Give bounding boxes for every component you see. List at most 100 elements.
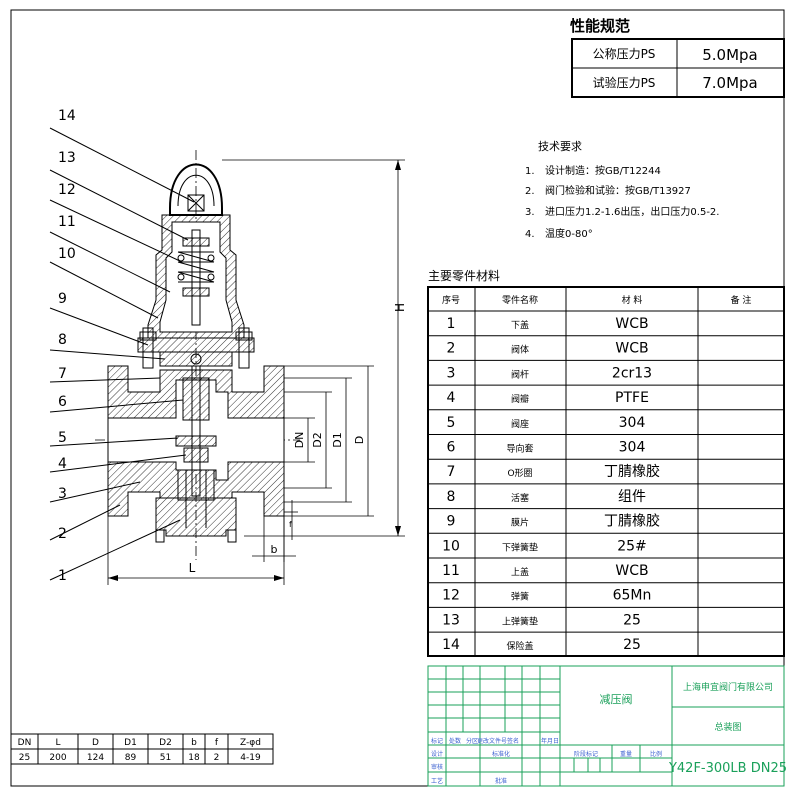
parts-cell: 4 (447, 390, 456, 406)
valve-stem (191, 365, 201, 497)
parts-cell: 膜片 (511, 517, 529, 529)
valve-seat (175, 435, 217, 447)
tech-req-item: 设计制造：按GB/T12244 (545, 164, 661, 177)
parts-cell: 活塞 (511, 492, 529, 504)
parts-cell: 11 (442, 563, 460, 579)
dim-table-header: L (55, 738, 60, 748)
svg-text:标准化: 标准化 (492, 750, 510, 758)
tech-req-item: 阀门检验和试验：按GB/T13927 (545, 184, 691, 197)
parts-cell: 5 (447, 415, 456, 431)
performance-spec-title: 性能规范 (570, 17, 630, 35)
dim-D: D (353, 436, 366, 444)
title-block-company: 上海申宜阀门有限公司 (683, 681, 773, 693)
part-label-4: 4 (58, 456, 67, 472)
part-label-13: 13 (58, 150, 76, 166)
dim-table-header: D (92, 738, 99, 748)
parts-cell: 丁腈橡胶 (604, 513, 660, 530)
parts-cell: 组件 (618, 489, 646, 505)
guide-sleeve (182, 377, 210, 421)
dim-table-value: 2 (214, 753, 220, 763)
part-label-9: 9 (58, 291, 67, 307)
svg-text:工艺: 工艺 (431, 777, 443, 785)
tech-req-item: 温度0-80° (545, 227, 593, 240)
parts-cell: 下盖 (511, 319, 529, 331)
dim-table-value: 25 (19, 753, 30, 763)
parts-cell: 弹簧 (511, 591, 529, 603)
part-label-12: 12 (58, 182, 76, 198)
parts-cell: 导向套 (506, 443, 533, 455)
bolt-left (142, 327, 154, 369)
dim-D1: D1 (331, 432, 344, 447)
svg-text:分区: 分区 (466, 737, 478, 745)
svg-text:重量: 重量 (620, 750, 632, 758)
svg-text:审核: 审核 (431, 763, 443, 771)
svg-text:设计: 设计 (431, 750, 443, 758)
title-block-model: Y42F-300LB DN25 (668, 761, 787, 776)
parts-cell: 65Mn (613, 588, 652, 604)
safety-cap (169, 163, 223, 216)
svg-text:年月日: 年月日 (541, 737, 559, 745)
parts-cell: 304 (619, 440, 646, 456)
dim-table-value: 4-19 (240, 753, 261, 763)
parts-cell: 9 (447, 514, 456, 530)
title-block-drawing-type: 总装图 (714, 721, 741, 733)
parts-cell: 3 (447, 365, 456, 381)
parts-table-title: 主要零件材料 (428, 269, 500, 283)
svg-text:签名: 签名 (507, 737, 519, 745)
parts-cell: 1 (447, 316, 456, 332)
dim-table-header: Z-φd (240, 738, 261, 748)
parts-cell: WCB (615, 341, 648, 357)
dim-table-header: f (215, 738, 219, 748)
dim-table-header: D2 (159, 738, 172, 748)
dim-table-value: 200 (49, 753, 66, 763)
part-label-8: 8 (58, 332, 67, 348)
tech-requirements: 技术要求 1. 设计制造：按GB/T12244 2. 阀门检验和试验：按GB/T… (525, 140, 719, 240)
dim-table-header: b (191, 738, 197, 748)
tech-req-item: 进口压力1.2-1.6出压，出口压力0.5-2. (545, 205, 719, 218)
svg-text:阶段标记: 阶段标记 (574, 750, 598, 758)
parts-cell: 25 (623, 637, 641, 653)
svg-text:1.: 1. (525, 166, 535, 177)
parts-cell: 10 (442, 538, 460, 554)
spec-label-test: 试验压力PS (593, 75, 656, 90)
dim-D2: D2 (311, 432, 324, 447)
parts-cell: 上弹簧垫 (502, 615, 538, 627)
spec-value-test: 7.0Mpa (702, 74, 758, 92)
parts-cell: 14 (442, 637, 460, 653)
parts-cell: 25# (617, 538, 647, 554)
part-label-14: 14 (58, 108, 76, 124)
part-label-6: 6 (58, 394, 67, 410)
dimensions: H L DN D2 D1 D b f (107, 159, 407, 585)
parts-cell: 阀体 (511, 344, 529, 356)
dim-table-header: DN (18, 738, 32, 748)
dim-table-value: 124 (87, 753, 104, 763)
parts-cell: 13 (442, 612, 460, 628)
svg-text:更改文件号: 更改文件号 (477, 737, 507, 745)
performance-spec: 性能规范 公称压力PS 5.0Mpa 试验压力PS 7.0Mpa (570, 17, 785, 98)
valve-disc (183, 447, 209, 463)
dim-table-value: 89 (125, 753, 137, 763)
title-block-product: 减压阀 (600, 692, 633, 706)
parts-cell: 阀杆 (511, 368, 529, 380)
parts-cell: 阀座 (511, 418, 529, 430)
dim-f: f (289, 520, 292, 529)
svg-text:3.: 3. (525, 207, 535, 218)
dim-H: H (393, 303, 407, 312)
part-label-7: 7 (58, 366, 67, 382)
svg-text:标记: 标记 (431, 737, 443, 745)
dim-table-header: D1 (124, 738, 137, 748)
svg-text:2.: 2. (525, 186, 535, 197)
parts-cell: 12 (442, 588, 460, 604)
parts-cell: 25 (623, 612, 641, 628)
parts-cell: 6 (447, 440, 456, 456)
part-label-11: 11 (58, 214, 76, 230)
parts-cell: 下弹簧垫 (502, 541, 538, 553)
parts-cell: 2 (447, 341, 456, 357)
spec-value-nominal: 5.0Mpa (702, 46, 758, 64)
parts-cell: 304 (619, 415, 646, 431)
dim-L: L (189, 561, 196, 575)
